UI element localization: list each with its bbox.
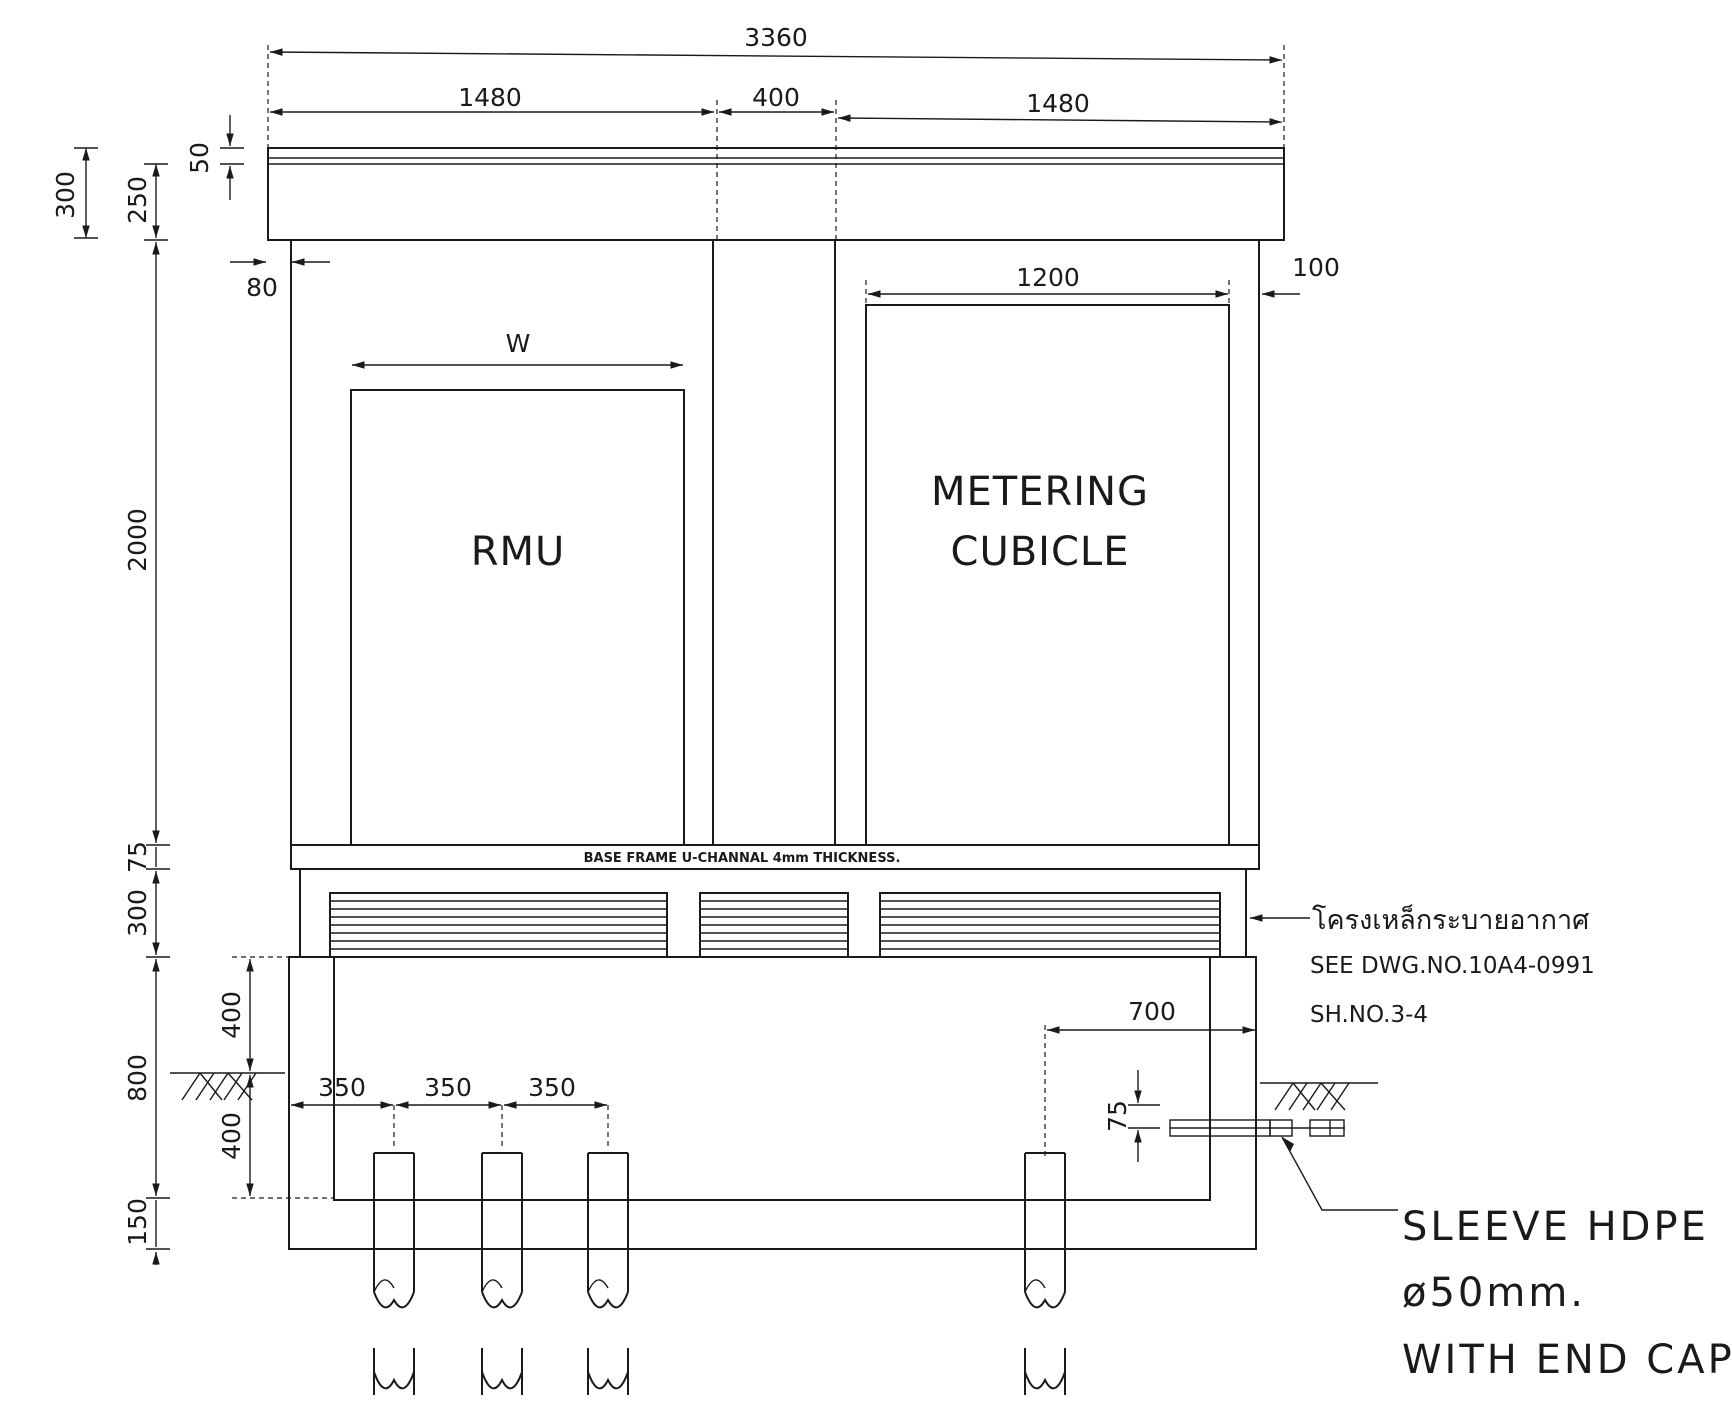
dim-foundation-depth: 800 <box>123 1054 152 1102</box>
vent-note: โครงเหล็กระบายอากาศ SEE DWG.NO.10A4-0991… <box>1250 902 1595 1028</box>
pile-break-curve <box>587 1279 609 1293</box>
dim-roof-cap: 50 <box>185 142 214 174</box>
dim-pile-spacing-1: 350 <box>318 1073 366 1102</box>
dim-right-bay: 1480 <box>1026 89 1090 118</box>
base-frame: BASE FRAME U-CHANNAL 4mm THICKNESS. <box>290 844 1260 870</box>
base-frame-label: BASE FRAME U-CHANNAL 4mm THICKNESS. <box>584 851 901 866</box>
dim-right-offset: 100 <box>1292 253 1340 282</box>
ground-left <box>170 1072 285 1101</box>
dim-wall-height: 2000 <box>123 508 152 572</box>
rmu-label: RMU <box>471 529 566 575</box>
pile-break-upper <box>1024 1291 1066 1309</box>
dim-foundation-lower: 400 <box>217 1112 246 1160</box>
pile-break-lower <box>481 1371 523 1390</box>
ground-right <box>1260 1082 1378 1111</box>
dim-left-bay: 1480 <box>458 83 522 112</box>
pile-break-lower <box>587 1371 629 1390</box>
sleeve-hdpe <box>1169 1119 1398 1211</box>
dim-base-frame: 75 <box>123 841 152 873</box>
vent-thai-label: โครงเหล็กระบายอากาศ <box>1312 902 1589 936</box>
pile <box>587 1152 629 1395</box>
dim-door-width: 1200 <box>1016 263 1080 292</box>
pile <box>481 1152 523 1395</box>
ventilation-section <box>299 868 1247 958</box>
sleeve-label-line-3: WITH END CAP <box>1402 1337 1732 1383</box>
metering-cubicle-panel: METERING CUBICLE <box>865 304 1230 846</box>
roof <box>267 147 1285 241</box>
horizontal-dimensions: 3360 1480 400 1480 80 1200 100 W 700 350… <box>230 23 1340 1160</box>
piles <box>373 1152 1066 1395</box>
pile-break-lower <box>1024 1371 1066 1390</box>
pile-break-lower <box>373 1371 415 1390</box>
dim-roof-body: 250 <box>123 176 152 224</box>
dim-right-pile: 700 <box>1128 997 1176 1026</box>
dim-foundation-upper: 400 <box>217 991 246 1039</box>
pile-break-upper <box>481 1291 523 1309</box>
foundation <box>288 956 1257 1250</box>
dim-pile-spacing-2: 350 <box>424 1073 472 1102</box>
dim-sleeve-depth: 75 <box>1103 1100 1132 1132</box>
dim-vent-height: 300 <box>123 889 152 937</box>
pile-break-curve <box>373 1279 395 1293</box>
louver-slats <box>330 900 1220 950</box>
dim-slab: 150 <box>123 1198 152 1246</box>
metering-label-line-1: METERING <box>931 469 1149 515</box>
dim-pile-spacing-3: 350 <box>528 1073 576 1102</box>
dim-roof-total: 300 <box>51 171 80 219</box>
pile-break-upper <box>373 1291 415 1309</box>
pile <box>1024 1152 1066 1395</box>
sleeve-note: SLEEVE HDPE ø50mm. WITH END CAP <box>1402 1204 1732 1383</box>
sleeve-label-line-1: SLEEVE HDPE <box>1402 1204 1709 1250</box>
dim-rmu-width: W <box>506 329 531 358</box>
pile-break-curve <box>481 1279 503 1293</box>
pile <box>373 1152 415 1395</box>
dim-center-bay: 400 <box>752 83 800 112</box>
rmu-panel: RMU <box>350 389 685 846</box>
sleeve-label-line-2: ø50mm. <box>1402 1270 1586 1316</box>
pile-break-curve <box>1024 1279 1046 1293</box>
vent-ref-drawing: SEE DWG.NO.10A4-0991 <box>1310 953 1595 979</box>
kiosk-body <box>267 45 1285 846</box>
metering-label-line-2: CUBICLE <box>951 529 1130 575</box>
pile-break-upper <box>587 1291 629 1309</box>
dim-wall-offset: 80 <box>246 273 278 302</box>
dim-overall-width: 3360 <box>744 23 808 52</box>
vertical-dimensions: 300 250 50 2000 75 300 800 400 400 150 <box>51 115 1160 1265</box>
vent-ref-sheet: SH.NO.3-4 <box>1310 1002 1428 1028</box>
